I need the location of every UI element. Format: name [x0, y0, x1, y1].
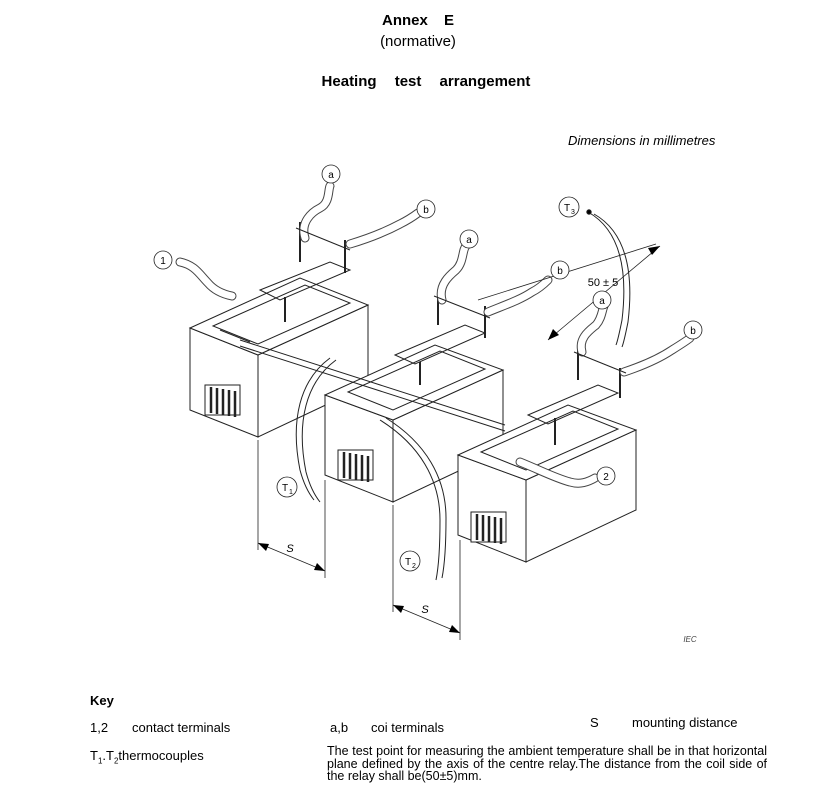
dimensions-note: Dimensions in millimetres	[568, 133, 716, 148]
svg-text:a: a	[599, 296, 605, 307]
s-label-right: S	[421, 604, 429, 616]
label-a-right: a	[592, 290, 612, 310]
label-t1: T 1	[276, 476, 298, 498]
annex-letter: E	[444, 12, 455, 29]
dimension-50	[477, 243, 661, 341]
svg-text:1: 1	[160, 256, 166, 267]
label-2: 2	[596, 466, 616, 486]
annex-heading: Annex E	[0, 12, 836, 29]
label-t3: T 3	[558, 196, 580, 218]
key-code-4-sub2: 2	[113, 756, 119, 766]
key-code-2: a,b	[330, 720, 349, 735]
svg-text:1: 1	[289, 489, 293, 496]
svg-text:2: 2	[603, 472, 609, 483]
key-text-2: coi terminals	[371, 720, 444, 735]
svg-text:a: a	[328, 170, 334, 181]
vent-left	[204, 384, 241, 417]
key-code-4-sep: .T	[102, 748, 114, 763]
thermocouple-wires	[295, 209, 631, 581]
label-1: 1	[153, 250, 173, 270]
svg-text:T: T	[405, 557, 411, 568]
page-title: Heating test arrangement	[321, 73, 531, 90]
label-a-left: a	[321, 164, 341, 184]
svg-text:b: b	[557, 266, 563, 277]
vent-centre	[337, 449, 374, 482]
mounting-rod	[239, 227, 627, 432]
svg-text:a: a	[466, 235, 472, 246]
iec-watermark: IEC	[683, 635, 697, 644]
key-code-4-sub1: 1	[97, 756, 103, 766]
vent-right	[470, 511, 507, 544]
key-code-4-t1: T	[90, 748, 98, 763]
label-a-centre: a	[459, 229, 479, 249]
dimension-50-label: 50 ± 5	[588, 277, 619, 289]
s-label-left: S	[286, 543, 294, 555]
dimension-s-lines	[257, 440, 461, 640]
key-code-1: 1,2	[90, 720, 109, 735]
annex-word: Annex	[381, 12, 428, 29]
label-b-centre: b	[550, 260, 570, 280]
label-b-right: b	[683, 320, 703, 340]
svg-text:T: T	[282, 483, 288, 494]
svg-text:T: T	[564, 203, 570, 214]
svg-text:2: 2	[412, 563, 416, 570]
relay-centre	[323, 241, 553, 503]
svg-text:3: 3	[571, 209, 575, 216]
key-text-1: contact terminals	[132, 720, 231, 735]
key-code-3: S	[590, 715, 599, 730]
heating-test-drawing: a b 1 a b a b 2 T 3 T 1 T 2 50 ±	[153, 164, 703, 644]
svg-text:b: b	[690, 326, 696, 337]
relay-right	[456, 301, 695, 563]
svg-text:b: b	[423, 205, 429, 216]
key-item-4: T1.T2thermocouples	[90, 748, 204, 766]
annex-status: (normative)	[380, 33, 456, 50]
label-t2: T 2	[399, 550, 421, 572]
key-title: Key	[90, 693, 114, 708]
label-b-left: b	[416, 199, 436, 219]
key-text-3: mounting distance	[632, 715, 738, 730]
key-note: The test point for measuring the ambient…	[327, 744, 767, 783]
key-text-4: thermocouples	[118, 748, 204, 763]
